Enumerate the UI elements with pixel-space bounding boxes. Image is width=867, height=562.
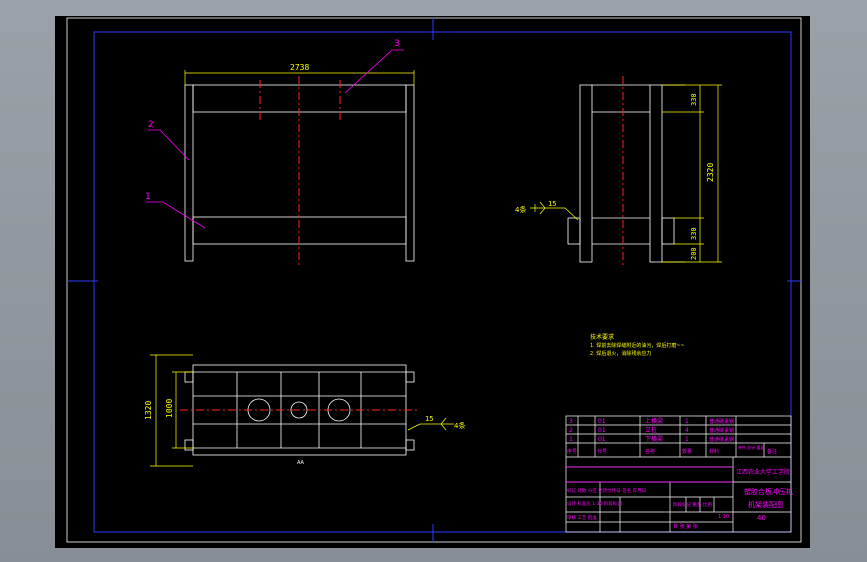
svg-text:01: 01 <box>598 427 606 434</box>
svg-text:名称: 名称 <box>645 448 655 455</box>
side-right-column <box>649 84 663 263</box>
front-leaders <box>146 49 404 229</box>
svg-text:普通碳素钢: 普通碳素钢 <box>709 418 734 425</box>
svg-text:1: 1 <box>569 436 573 443</box>
side-weld-symbol <box>530 201 579 221</box>
notes-line-1: 1. 焊前去除焊缝附近的油污，焊后打磨~~ <box>590 342 685 349</box>
side-weld-size: 15 <box>548 200 556 208</box>
svg-text:普通碳素钢: 普通碳素钢 <box>709 436 734 443</box>
side-left-foot <box>567 217 581 245</box>
svg-text:序号: 序号 <box>567 448 577 455</box>
svg-text:备注: 备注 <box>767 448 777 455</box>
svg-text:1:10: 1:10 <box>718 514 729 520</box>
svg-text:01: 01 <box>598 418 606 425</box>
side-dim-top: 330 <box>690 93 698 106</box>
svg-text:1: 1 <box>685 418 689 425</box>
svg-text:材料: 材料 <box>709 448 719 455</box>
side-right-foot <box>661 217 675 245</box>
front-width-dim-text: 2738 <box>290 63 309 72</box>
right-column <box>405 84 415 262</box>
drawing-name-1: 塑胶合板冲压机 <box>744 487 793 496</box>
callout-3: 3 <box>394 39 400 49</box>
svg-text:上横梁: 上横梁 <box>645 417 663 425</box>
front-centerlines <box>259 76 341 266</box>
top-right-base <box>405 371 415 383</box>
left-column <box>184 84 194 262</box>
svg-text:01: 01 <box>598 436 606 443</box>
svg-text:下横梁: 下横梁 <box>645 435 663 443</box>
sheet-frame-inner <box>93 31 792 533</box>
title-block-pink-lines <box>566 466 733 483</box>
svg-text:代号: 代号 <box>597 448 607 455</box>
title-block-text: 标记 处数 分区 更改文件号 签名 年月日 设计 标准化 1:10 阶段标记 审… <box>567 487 729 530</box>
title-block[interactable] <box>565 415 792 533</box>
side-dim-mid: 330 <box>690 227 698 240</box>
front-width-dimension <box>184 70 415 85</box>
sheet-frame-outer <box>66 17 802 543</box>
svg-text:设计 标准化 1:10 阶段标记: 设计 标准化 1:10 阶段标记 <box>567 500 622 507</box>
svg-text:立柱: 立柱 <box>645 426 657 434</box>
svg-text:标记 处数 分区 更改文件号 签名 年月日: 标记 处数 分区 更改文件号 签名 年月日 <box>567 487 646 494</box>
top-dimensions <box>150 354 193 467</box>
side-height-dim-text: 2320 <box>706 163 715 182</box>
side-left-column <box>579 84 593 263</box>
top-bottom-label: AA <box>297 460 305 466</box>
top-weld-label: 4条 <box>454 421 465 430</box>
drawing-number: 40 <box>757 514 766 522</box>
top-inner-dim-text: 1000 <box>165 399 174 418</box>
top-weld-size: 15 <box>425 415 433 423</box>
svg-text:审核 工艺 批准: 审核 工艺 批准 <box>567 514 597 521</box>
svg-text:1: 1 <box>685 436 689 443</box>
side-weld-label: 4条 <box>515 205 526 214</box>
svg-text:数量: 数量 <box>682 448 692 455</box>
side-view[interactable] <box>567 84 685 263</box>
side-dim-bottom: 200 <box>690 247 698 260</box>
sheet-background <box>55 16 810 548</box>
school-name: 江西农业大学工学院 <box>736 468 790 476</box>
parts-list: 3 01 上横梁 1 普通碳素钢 2 01 立柱 4 普通碳素钢 1 01 下横… <box>567 417 777 455</box>
svg-text:3: 3 <box>569 418 573 425</box>
svg-text:阶段标记 重量 比例: 阶段标记 重量 比例 <box>673 501 712 508</box>
callout-2: 2 <box>148 120 154 130</box>
svg-text:单件 总计 重量: 单件 总计 重量 <box>738 444 765 450</box>
side-dimensions <box>662 84 722 263</box>
notes-line-2: 2. 焊后退火，消除残余应力 <box>590 350 651 357</box>
svg-text:4: 4 <box>685 427 689 434</box>
callout-1: 1 <box>145 192 151 202</box>
svg-text:普通碳素钢: 普通碳素钢 <box>709 427 734 434</box>
svg-text:共 张 第 张: 共 张 第 张 <box>673 523 698 530</box>
drawing-name-2: 机架装配图 <box>748 500 783 509</box>
svg-text:2: 2 <box>569 427 573 434</box>
top-outer-dim-text: 1320 <box>144 401 153 420</box>
top-weld-symbol <box>407 417 454 431</box>
hole-center <box>290 401 308 419</box>
notes-title: 技术要求 <box>590 333 614 341</box>
centering-marks <box>67 18 801 542</box>
